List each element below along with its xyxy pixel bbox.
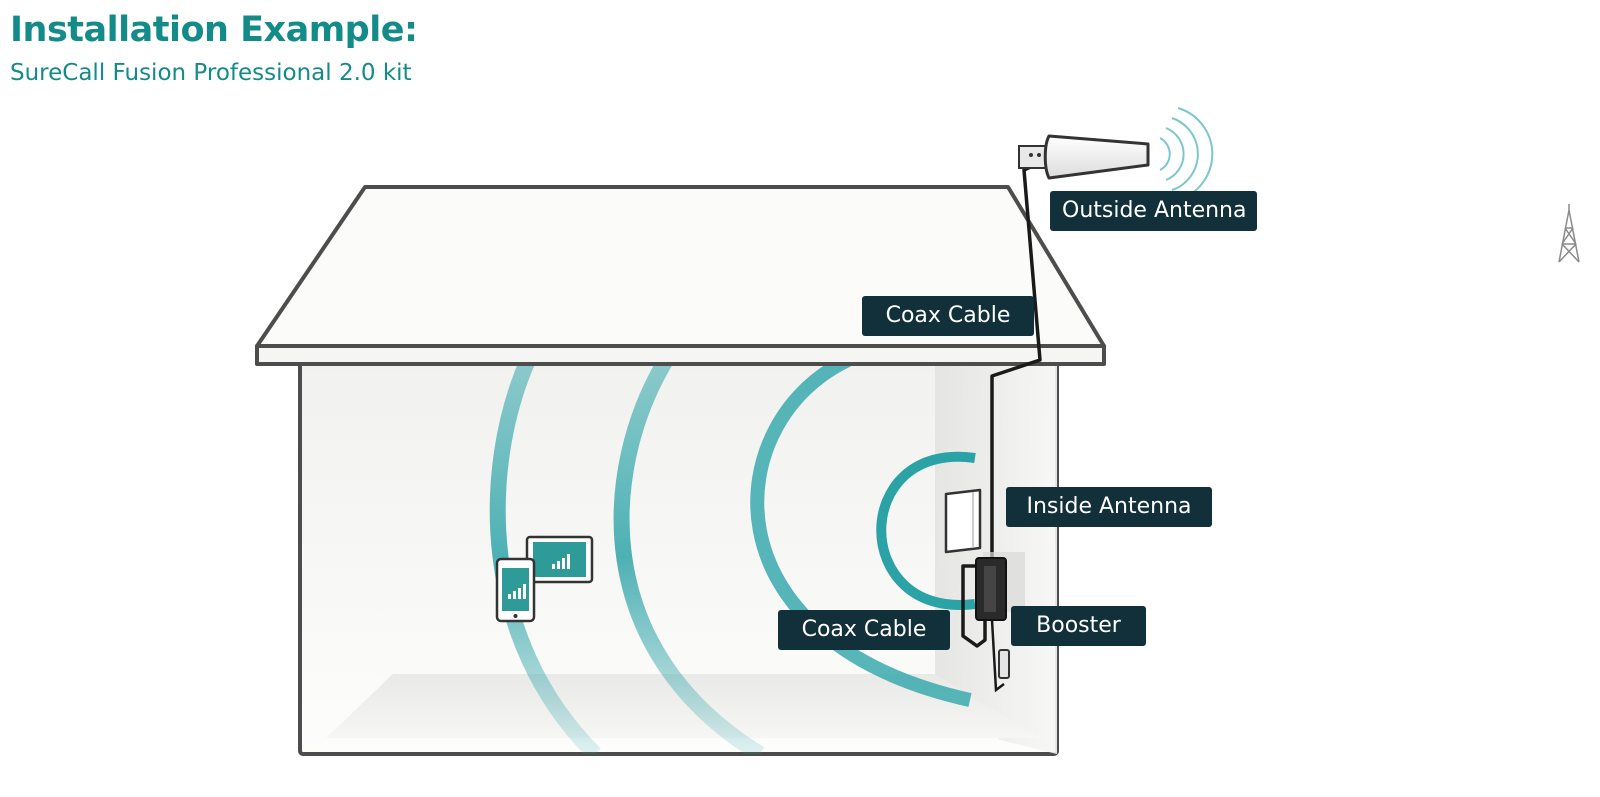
tablet-icon [525, 535, 594, 584]
label-inside-antenna: Inside Antenna [1006, 487, 1212, 527]
coax-cable-inside [961, 564, 987, 648]
cell-tower-icon [1558, 204, 1580, 263]
signal-booster-icon [975, 552, 1025, 621]
label-booster: Booster [1011, 606, 1146, 646]
house-roof-eave [255, 344, 1106, 366]
signal-wave-inner [750, 360, 972, 707]
label-coax-cable-top: Coax Cable [862, 296, 1034, 336]
signal-waves [489, 360, 972, 754]
panel-antenna-icon [944, 488, 982, 554]
yagi-antenna-icon [1018, 107, 1214, 201]
power-cord [990, 619, 1005, 693]
signal-wave-outer [489, 360, 601, 754]
label-outside-antenna: Outside Antenna [1050, 191, 1257, 231]
house [255, 185, 1106, 756]
house-floor [326, 674, 1040, 738]
label-coax-cable-bottom: Coax Cable [778, 610, 950, 650]
page-subtitle: SureCall Fusion Professional 2.0 kit [10, 60, 412, 86]
signal-wave-middle [613, 360, 765, 754]
page-title: Installation Example: [10, 10, 418, 50]
signal-wave-inside-antenna [876, 451, 976, 610]
smartphone-icon [495, 557, 536, 623]
power-adapter-icon [998, 649, 1010, 679]
